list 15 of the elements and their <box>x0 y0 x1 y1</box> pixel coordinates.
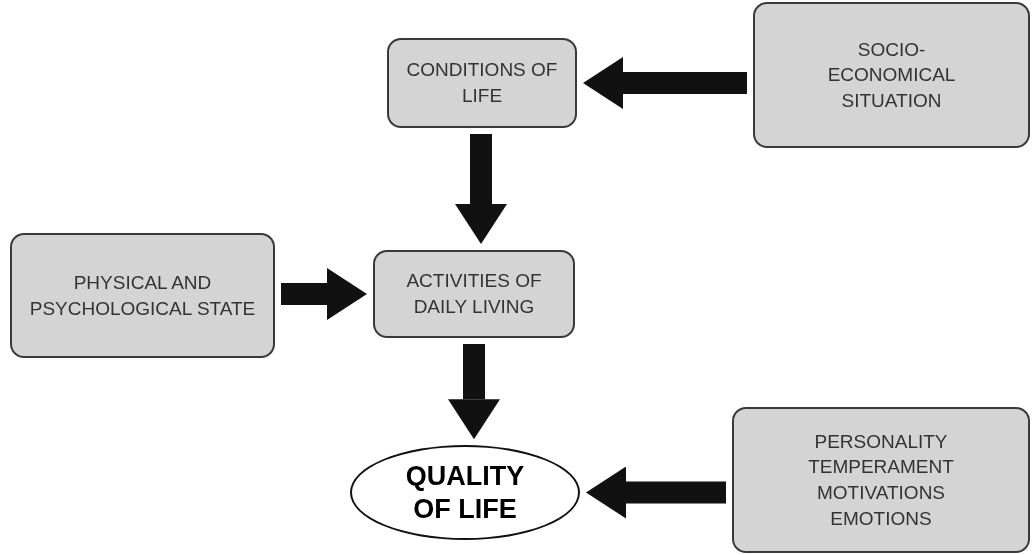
process-box <box>732 407 1030 553</box>
process-box <box>373 250 575 338</box>
node-label: PHYSICAL AND PSYCHOLOGICAL STATE <box>28 270 257 321</box>
node-label: CONDITIONS OF LIFE <box>405 58 559 108</box>
process-box <box>10 233 275 358</box>
node-label: ACTIVITIES OF DAILY LIVING <box>405 269 543 319</box>
node-label: QUALITY OF LIFE <box>404 460 526 525</box>
process-box <box>387 38 577 128</box>
node-label: SOCIO- ECONOMICAL SITUATION <box>826 37 957 113</box>
process-box <box>753 2 1030 148</box>
node-label: PERSONALITY TEMPERAMENT MOTIVATIONS EMOTIONS <box>807 429 955 531</box>
block-arrow <box>583 57 747 109</box>
block-arrow <box>448 344 500 440</box>
block-arrow <box>281 268 367 320</box>
block-arrow <box>455 134 507 244</box>
